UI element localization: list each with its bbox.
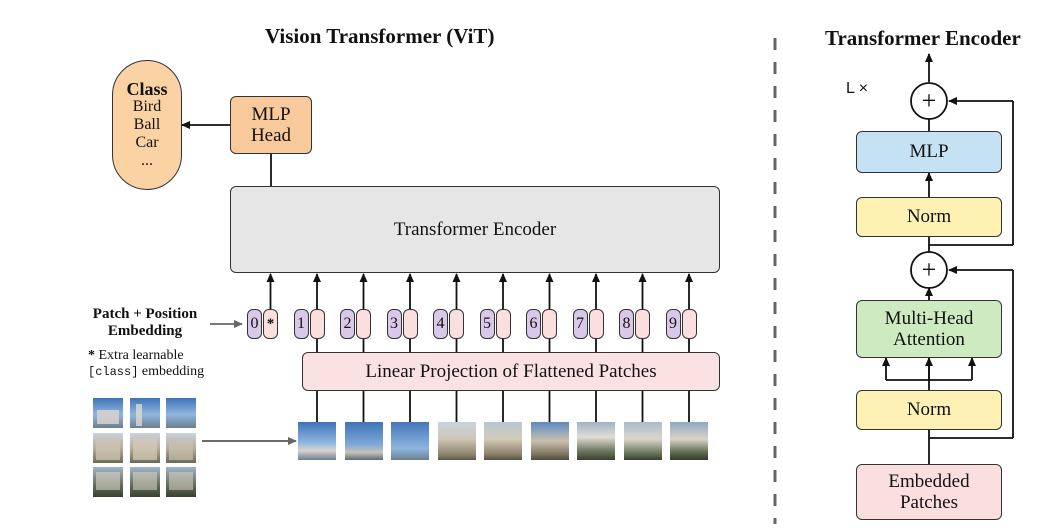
position-embedding-token: 1 (293, 309, 309, 339)
flattened-patch-image (577, 422, 615, 460)
encoder-title: Transformer Encoder (825, 26, 1021, 50)
norm-bottom-box: Norm (856, 390, 1002, 430)
norm-top-label: Norm (906, 206, 952, 227)
linear-projection-label: Linear Projection of Flattened Patches (365, 360, 657, 382)
mlp-head-box: MLP Head (230, 96, 312, 154)
patch-lines (316, 339, 690, 422)
position-embedding-token: 7 (572, 309, 588, 339)
mlp-head-line1: MLP (251, 104, 291, 125)
class-output-box: Class Bird Ball Car ... (112, 60, 182, 190)
patch-embedding-token (449, 309, 464, 339)
norm-top-box: Norm (856, 197, 1002, 237)
embedding-label-line2: Embedding (107, 323, 183, 339)
flattened-patch-image (530, 422, 569, 460)
position-embedding-token: 8 (619, 309, 634, 339)
mha-line2: Attention (893, 329, 965, 350)
class-item: Ball (133, 116, 161, 133)
patch-embedding-token (542, 309, 557, 339)
norm-bottom-label: Norm (906, 399, 952, 420)
mlp-label: MLP (909, 141, 949, 162)
vit-title: Vision Transformer (ViT) (265, 24, 495, 48)
class-heading: Class (126, 79, 168, 99)
position-embedding-token: 4 (433, 309, 448, 339)
residual-plus-bottom: + (921, 255, 937, 284)
class-item: Bird (132, 98, 162, 115)
patch-embedding-token (402, 309, 418, 339)
extra-note-line2: embedding (138, 364, 205, 379)
embedding-label-line1: Patch + Position (92, 306, 198, 322)
embedding-label: Patch + Position Embedding (72, 306, 218, 340)
embedded-patches-box: Embedded Patches (856, 464, 1002, 520)
flattened-patch-image (484, 422, 522, 460)
class-item: ... (141, 152, 153, 169)
mlp-box: MLP (856, 131, 1002, 173)
position-embedding-token: 5 (479, 309, 495, 339)
linear-projection-box: Linear Projection of Flattened Patches (302, 352, 720, 391)
encoder-connections (882, 53, 1014, 464)
flattened-patch-image (623, 422, 662, 460)
extra-note-star: * (88, 348, 95, 363)
extra-note-line1: Extra learnable (98, 348, 184, 363)
flattened-patch-image (391, 422, 429, 460)
mha-line1: Multi-Head (884, 308, 974, 329)
flattened-patch-image (344, 422, 383, 460)
patch-embedding-token (495, 309, 511, 339)
patch-embedding-token (356, 309, 371, 339)
flattened-patch-image (437, 422, 476, 460)
vit-encoder-label: Transformer Encoder (393, 218, 557, 240)
residual-add-top (910, 82, 948, 120)
position-embedding-token: 6 (526, 309, 541, 339)
flattened-patch-image (670, 422, 708, 460)
multi-head-attention-box: Multi-Head Attention (856, 300, 1002, 358)
position-embedding-token: 9 (665, 309, 681, 339)
vit-transformer-encoder-box: Transformer Encoder (230, 186, 720, 273)
patch-embedding-token (681, 309, 697, 339)
embedded-line1: Embedded (888, 471, 970, 492)
residual-add-bottom (910, 251, 948, 289)
patch-embedding-token (635, 309, 650, 339)
position-embedding-token: 3 (386, 309, 402, 339)
token-arrows (266, 273, 693, 309)
patch-embedding-token: * (263, 309, 278, 339)
patch-embedding-token (588, 309, 604, 339)
flattened-patch-image (298, 422, 336, 460)
input-image-grid (93, 398, 196, 497)
position-embedding-token: 2 (340, 309, 355, 339)
repeat-label: L × (846, 80, 869, 97)
extra-learnable-note: * Extra learnable [class] embedding (88, 348, 204, 380)
position-embedding-token: 0 (247, 309, 262, 339)
extra-note-code: [class] (88, 365, 139, 379)
embedded-line2: Patches (899, 492, 959, 513)
mlp-head-line2: Head (250, 125, 292, 146)
class-item: Car (135, 134, 159, 151)
patch-embedding-token (309, 309, 325, 339)
residual-plus-top: + (921, 86, 937, 115)
